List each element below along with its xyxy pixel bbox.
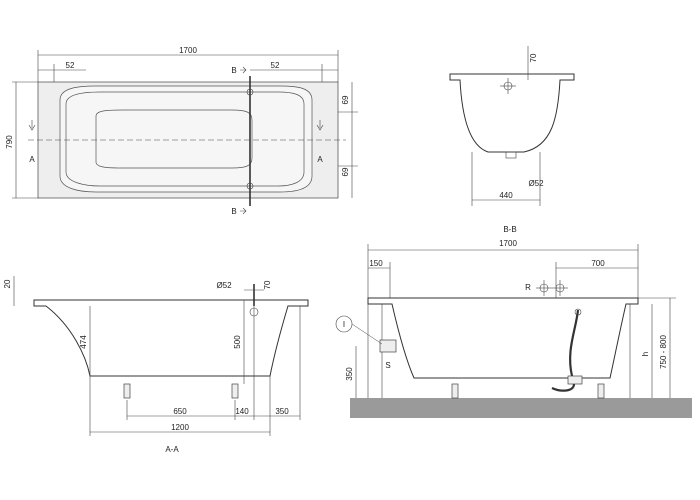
top-width-label: 790 (5, 135, 14, 149)
section-aa-drain-hole-label: Ø52 (216, 281, 232, 290)
section-b-bottom-label: B (231, 207, 236, 216)
section-aa-depth-label: 500 (233, 335, 242, 349)
section-aa-leg-drain-label: 140 (235, 407, 249, 416)
top-overflow-mark (246, 88, 254, 96)
section-b-bottom-arrow (240, 207, 247, 215)
top-offset-right-label: 52 (271, 61, 280, 70)
install-view: 1700 150 700 R S 350 (335, 239, 692, 418)
section-aa-overflow (249, 307, 259, 317)
section-aa-view: 20 Ø52 70 474 500 650 140 350 1200 A-A (3, 276, 309, 454)
install-fixture-r-label: R (525, 283, 531, 292)
section-aa-base-label: 1200 (171, 423, 189, 432)
install-h-label: h (641, 352, 650, 356)
section-a-left-arrow (28, 120, 36, 131)
install-socket-label: S (385, 361, 390, 370)
top-view: 1700 52 52 B B 790 A A (5, 46, 358, 216)
section-a-right-arrow (316, 120, 324, 131)
install-tub (367, 297, 639, 379)
install-socket-height-label: 350 (345, 367, 354, 381)
section-bb-drain (505, 151, 517, 159)
section-bb-rim-label: 70 (529, 53, 538, 62)
install-callout-label: I (343, 320, 345, 329)
install-left-offset-label: 150 (369, 259, 383, 268)
install-floor (350, 398, 692, 418)
top-drain-mark (246, 182, 254, 190)
section-bb-width-label: 440 (499, 191, 513, 200)
top-length-label: 1700 (179, 46, 197, 55)
install-height-range-label: 750 - 800 (659, 335, 668, 369)
install-overflow (574, 308, 582, 316)
top-offset-left-label: 52 (66, 61, 75, 70)
top-tub-floor (95, 109, 253, 169)
install-trap (567, 375, 583, 385)
section-aa-rim-label: 20 (3, 279, 12, 288)
section-bb-drain-label: Ø52 (528, 179, 544, 188)
install-callout-leader (351, 323, 383, 345)
install-leg-right (597, 383, 605, 399)
section-aa-leg-spacing-label: 650 (173, 407, 187, 416)
section-aa-leg-left (123, 383, 131, 399)
section-aa-drain-end-label: 350 (275, 407, 289, 416)
top-right-lower-label: 69 (341, 167, 350, 176)
section-a-right-label: A (317, 155, 323, 164)
section-bb-title: B-B (503, 225, 516, 234)
install-length-label: 1700 (499, 239, 517, 248)
install-trap-pipe (551, 383, 576, 392)
section-b-top-label: B (231, 66, 236, 75)
section-a-left-label: A (29, 155, 35, 164)
section-aa-title: A-A (165, 445, 179, 454)
section-bb-view: 70 440 Ø52 B-B (449, 46, 575, 234)
section-aa-inner-depth-label: 474 (79, 335, 88, 349)
section-bb-tub (449, 73, 575, 153)
section-aa-leg-right (231, 383, 239, 399)
install-socket (379, 339, 397, 353)
install-fixture-label: 700 (591, 259, 605, 268)
section-b-top-arrow (240, 66, 247, 74)
top-right-upper-label: 69 (341, 95, 350, 104)
install-waste-pipe (569, 309, 580, 377)
section-aa-tub (33, 299, 309, 377)
install-leg-left (451, 383, 459, 399)
section-aa-overflow-offset-label: 70 (263, 280, 272, 289)
